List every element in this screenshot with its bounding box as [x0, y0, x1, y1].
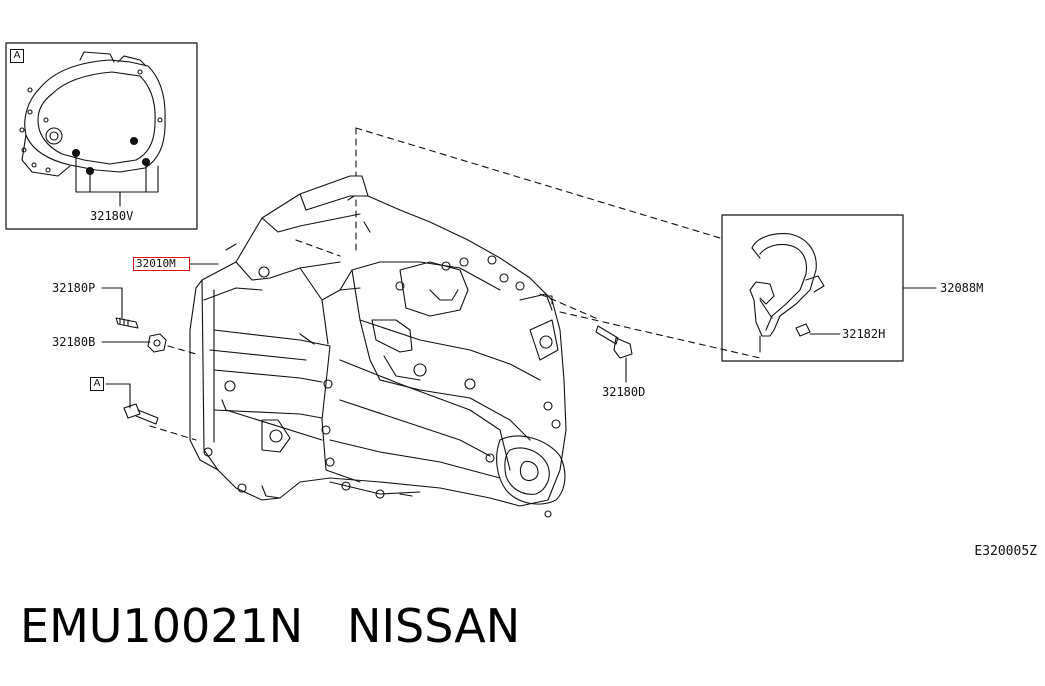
highlight-box-32010M: [133, 257, 190, 271]
stud-32180P-drawing: [115, 317, 139, 329]
part-label-32180V[interactable]: 32180V: [90, 209, 134, 223]
bolt-32180D-drawing: [595, 325, 633, 359]
caption: EMU10021N NISSAN: [20, 598, 520, 654]
nut-32180B-drawing: [147, 333, 167, 353]
figure-code: E320005Z: [974, 544, 1037, 559]
transmission-housing-drawing: [189, 175, 567, 518]
left-a-label: A: [90, 377, 104, 391]
inset-a-label: A: [10, 49, 24, 63]
part-label-32088M[interactable]: 32088M: [940, 281, 984, 295]
part-label-32182H[interactable]: 32182H: [842, 327, 886, 341]
bolt-left-drawing: [123, 403, 159, 425]
caption-part-number: EMU10021N: [20, 599, 304, 653]
part-label-32180D[interactable]: 32180D: [602, 385, 646, 399]
part-label-32180P[interactable]: 32180P: [52, 281, 96, 295]
inset-a-frame: [5, 42, 198, 230]
breather-hose-drawing: [749, 233, 825, 353]
inset-housing-drawing: [19, 51, 166, 207]
part-label-32180B[interactable]: 32180B: [52, 335, 96, 349]
dashed-leaders: [149, 127, 761, 441]
part-label-32010M[interactable]: 32010M: [136, 257, 176, 270]
caption-brand: NISSAN: [347, 599, 521, 653]
